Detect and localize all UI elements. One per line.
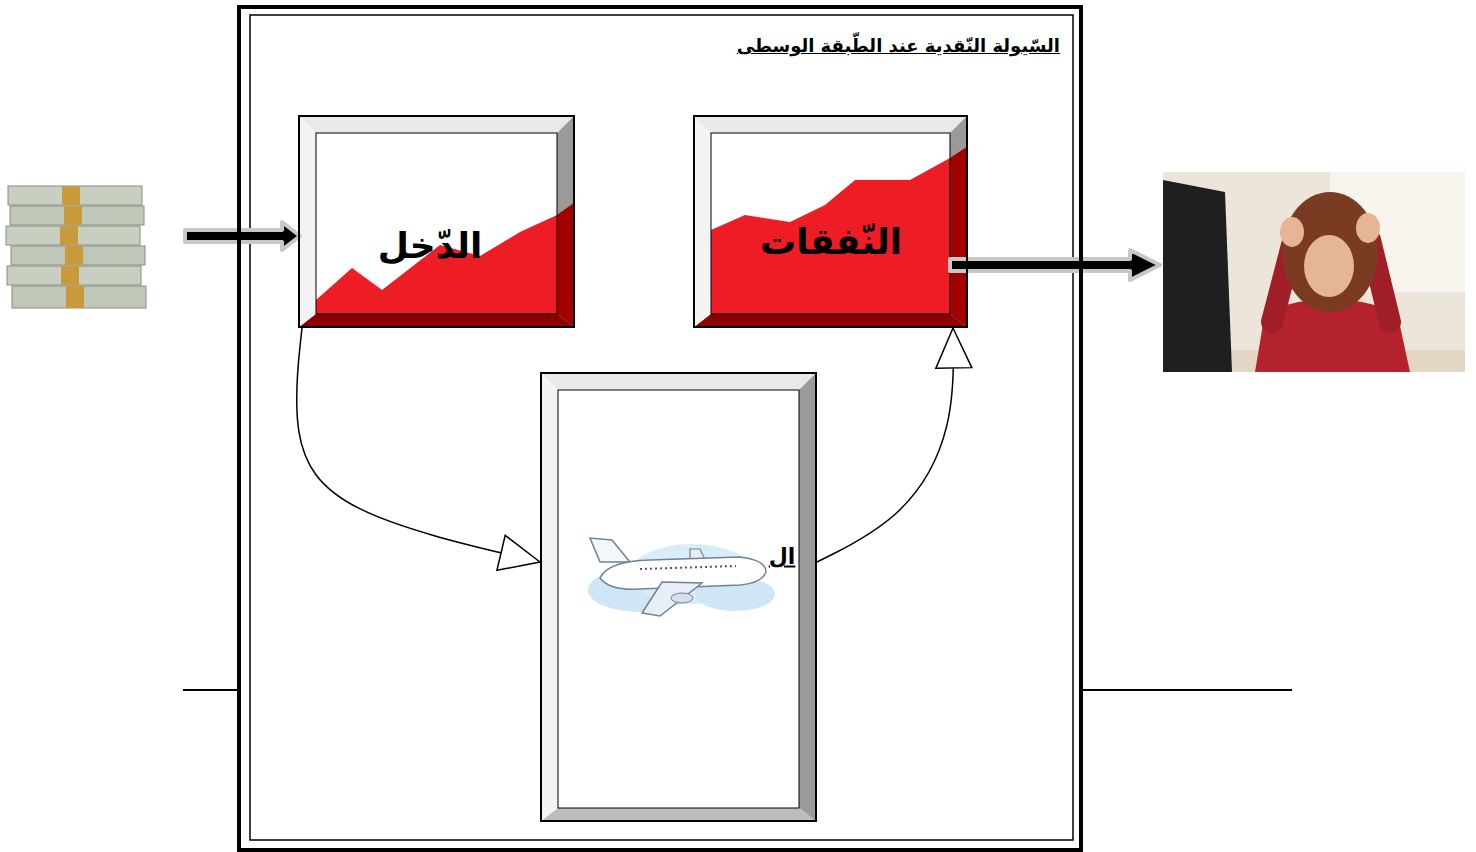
outer-frame: السّيولة النّقدية عند الطّبقة الوسطى الدّ… — [237, 5, 1083, 852]
area-chart — [711, 158, 950, 314]
bevel-left — [693, 115, 711, 328]
expenses-bevel — [693, 115, 968, 328]
money-stack — [6, 186, 146, 308]
chart-box: النّفقات — [693, 115, 968, 328]
photo-background — [1163, 172, 1465, 372]
bevel-inner-edge — [711, 133, 950, 314]
outflow-arrow — [950, 250, 1160, 280]
airplane-clipart — [588, 538, 775, 616]
banknote-bundle — [8, 186, 142, 205]
monitor — [1163, 180, 1232, 372]
engine — [671, 593, 693, 603]
banknote-bundle — [6, 226, 140, 245]
curved-arrow — [297, 328, 540, 562]
bundle-band — [61, 266, 79, 285]
bundle-band — [66, 286, 84, 308]
bevel-face — [316, 133, 557, 314]
bevel-top — [298, 115, 575, 133]
tall-box: ال — [540, 372, 817, 822]
box-label: ال — [769, 544, 796, 569]
bevel-right-red — [557, 202, 575, 328]
bevel-bottom — [540, 808, 817, 822]
hand — [1280, 217, 1304, 247]
hand — [1356, 213, 1380, 243]
bevel-right-red — [950, 146, 968, 328]
stressed-woman-photo — [1163, 172, 1465, 372]
hair — [1282, 192, 1378, 312]
banknote-bundle — [10, 206, 144, 225]
banknote-bundle — [7, 266, 141, 285]
box-label: النّفقات — [760, 221, 902, 262]
tail-fin — [590, 538, 630, 562]
tall-bevel — [540, 372, 817, 822]
bevel-right — [557, 115, 575, 328]
bevel-bottom — [693, 314, 968, 328]
banknote-bundle — [12, 286, 146, 308]
bundle-band — [65, 246, 83, 265]
income-bevel — [298, 115, 575, 328]
chart-box: الدّخل — [298, 115, 575, 328]
bevel-inner-edge — [558, 390, 799, 808]
bevel-bottom — [298, 314, 575, 328]
box-label: الدّخل — [378, 225, 483, 266]
bundle-band — [62, 186, 80, 205]
curved-arrow — [817, 328, 954, 562]
inflow-arrow — [185, 222, 300, 250]
bevel-left — [298, 115, 316, 328]
bevel-inner-edge — [316, 133, 557, 314]
bundle-band — [60, 226, 78, 245]
side-line — [1083, 689, 1292, 691]
bevel-face — [711, 133, 950, 314]
inner-frame — [250, 15, 1073, 840]
bevel-left — [540, 372, 558, 822]
area-chart — [316, 215, 557, 314]
windows — [640, 566, 736, 569]
side-line — [183, 689, 237, 691]
bevel-top — [540, 372, 817, 390]
bevel-right — [799, 372, 817, 822]
bevel-right — [950, 115, 968, 328]
bevel-top — [693, 115, 968, 133]
banknote-bundle — [11, 246, 145, 265]
bundle-band — [64, 206, 82, 225]
diagram-title: السّيولة النّقدية عند الطّبقة الوسطى — [737, 35, 1060, 56]
face — [1304, 235, 1354, 297]
wing — [642, 582, 702, 616]
